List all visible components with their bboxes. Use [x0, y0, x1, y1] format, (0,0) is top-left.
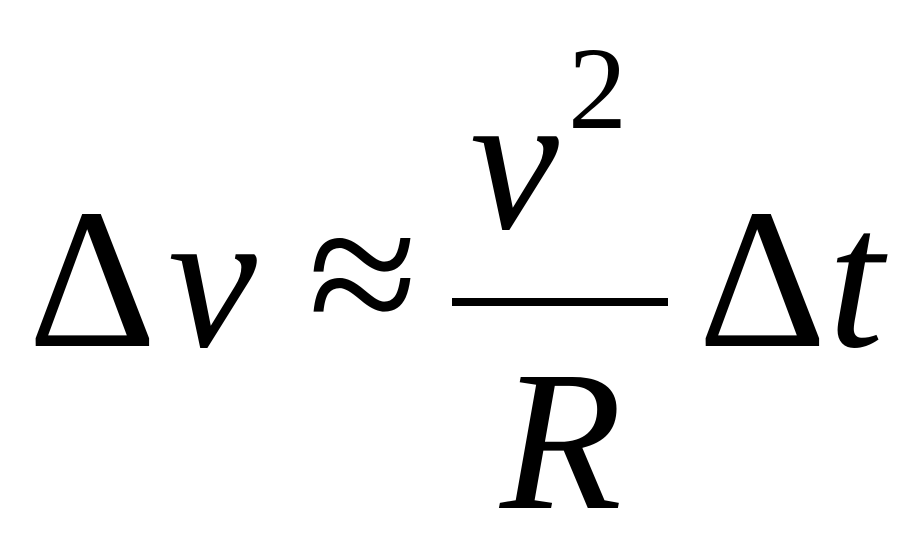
fraction-bar	[452, 298, 668, 306]
numerator-velocity: v	[470, 51, 559, 272]
velocity-variable-left: v	[168, 169, 257, 390]
time-variable: t	[828, 169, 884, 390]
numerator-exponent: 2	[568, 23, 627, 154]
denominator-radius: R	[500, 331, 623, 552]
delta-symbol-right: Δ	[698, 169, 827, 390]
approx-symbol: ≈	[308, 164, 418, 385]
delta-symbol-left: Δ	[28, 169, 157, 390]
